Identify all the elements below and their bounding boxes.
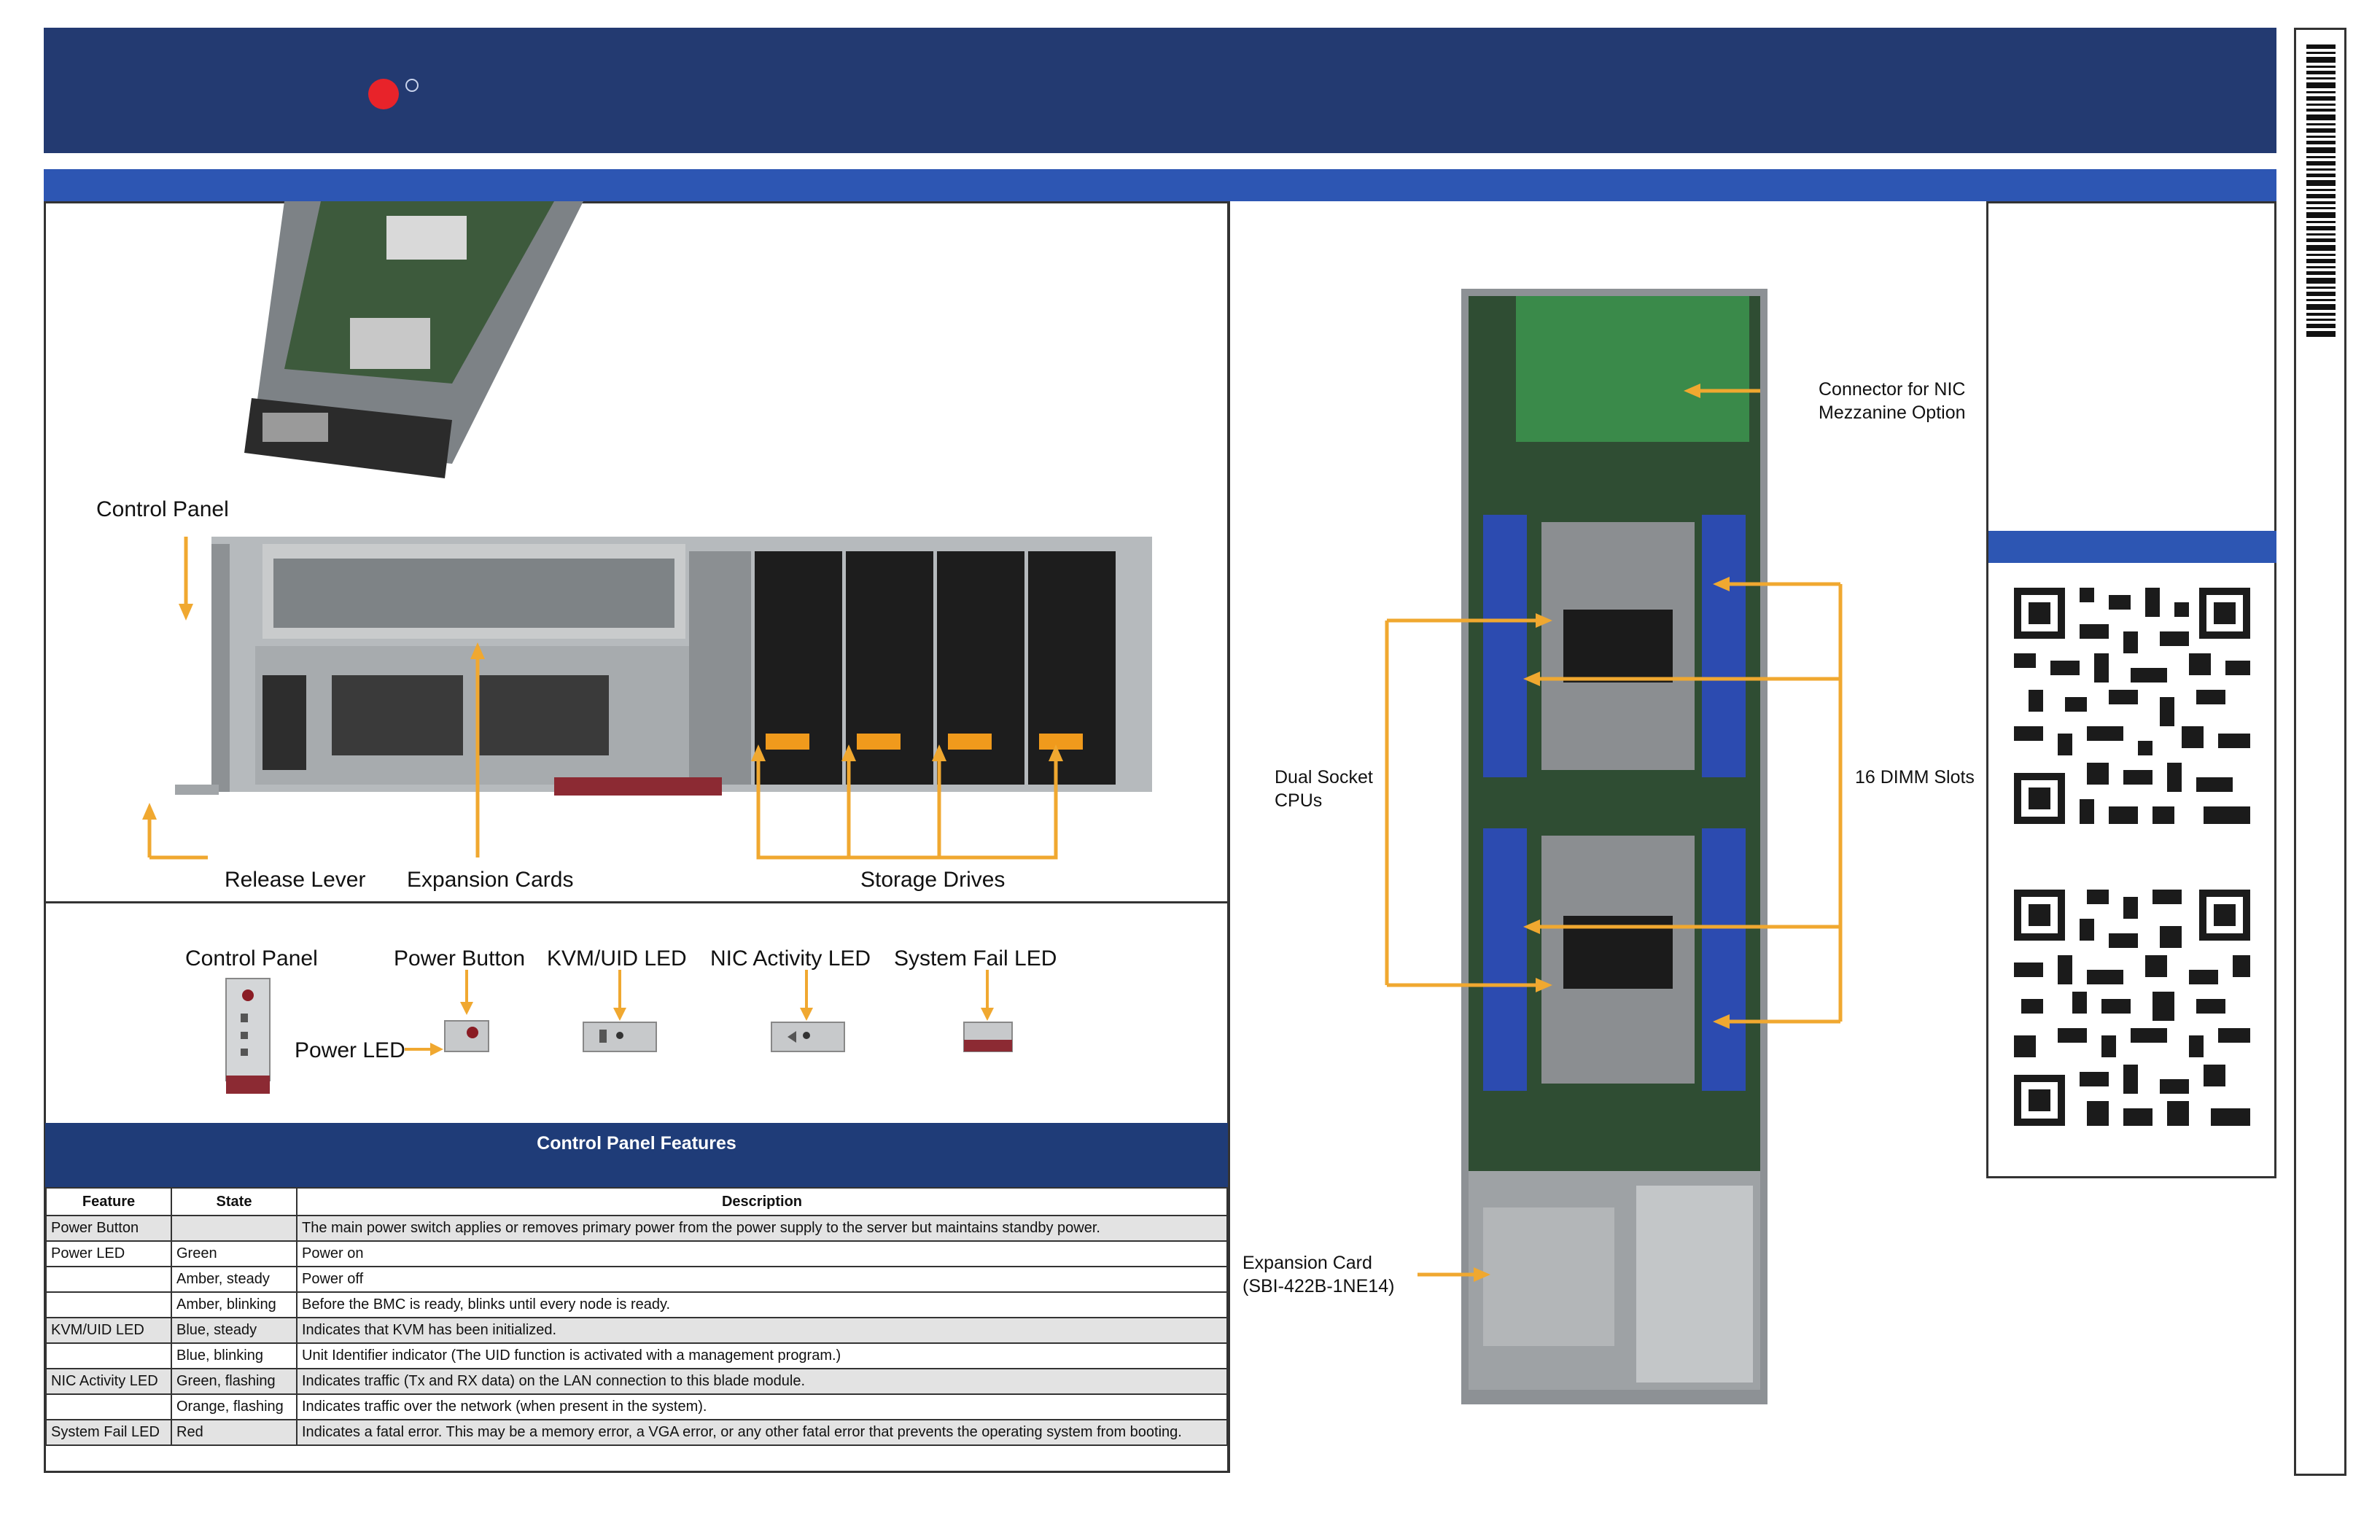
control-panel-strip — [225, 978, 271, 1094]
callout-dual-socket-line1: Dual Socket — [1275, 767, 1373, 788]
cell-feature — [45, 1342, 172, 1369]
control-panel-features-table: Control Panel Features Feature State Des… — [45, 1123, 1228, 1446]
panel-label-kvm-uid-led: KVM/UID LED — [547, 946, 687, 971]
header-feature: Feature — [45, 1187, 172, 1216]
panel-label-power-button: Power Button — [394, 946, 526, 971]
cell-state: Red — [171, 1419, 298, 1446]
header-state: State — [171, 1187, 298, 1216]
sidebar-header-bar — [1988, 531, 2276, 563]
barcode-strip — [2294, 28, 2346, 1476]
server-front-illustration — [142, 201, 1152, 860]
cell-description: The main power switch applies or removes… — [296, 1215, 1228, 1242]
kvm-uid-led-detail — [583, 1022, 657, 1052]
cell-feature: Power Button — [45, 1215, 172, 1242]
cell-state: Green — [171, 1240, 298, 1267]
blade-chassis-front — [175, 537, 1152, 796]
cell-state: Amber, blinking — [171, 1291, 298, 1318]
cell-feature: Power LED — [45, 1240, 172, 1267]
header-description: Description — [296, 1187, 1228, 1216]
logo-ring-mark — [405, 79, 419, 92]
cell-state: Blue, blinking — [171, 1342, 298, 1369]
system-fail-led-detail — [963, 1022, 1013, 1052]
section-divider — [44, 901, 1229, 903]
barcode — [2306, 44, 2336, 337]
cell-description: Indicates that KVM has been initialized. — [296, 1317, 1228, 1344]
motherboard-top-view — [1461, 289, 1768, 1404]
cell-description: Power on — [296, 1240, 1228, 1267]
callout-release-lever: Release Lever — [225, 868, 366, 892]
panel-label-control-panel: Control Panel — [185, 946, 318, 971]
panel-label-system-fail-led: System Fail LED — [894, 946, 1057, 971]
cell-feature — [45, 1291, 172, 1318]
table-title: Control Panel Features — [45, 1123, 1228, 1187]
cell-description: Power off — [296, 1266, 1228, 1293]
cell-state: Blue, steady — [171, 1317, 298, 1344]
callout-storage-drives: Storage Drives — [860, 868, 1006, 892]
qr-code-bottom — [2014, 890, 2250, 1126]
callout-dimm-slots: 16 DIMM Slots — [1855, 767, 1975, 788]
nic-activity-led-detail — [771, 1022, 845, 1052]
cell-description: Indicates traffic (Tx and RX data) on th… — [296, 1368, 1228, 1395]
cell-description: Indicates a fatal error. This may be a m… — [296, 1419, 1228, 1446]
logo-red-dot — [368, 79, 399, 109]
callout-expansion-card-line2: (SBI-422B-1NE14) — [1242, 1276, 1395, 1296]
cell-state — [171, 1215, 298, 1242]
table-row: Power Button The main power switch applie… — [45, 1215, 1228, 1242]
callout-expansion-cards: Expansion Cards — [407, 868, 574, 892]
middle-panel — [1228, 201, 1988, 1473]
features-grid: Feature State Description Power Button Th… — [45, 1187, 1228, 1446]
cell-feature: KVM/UID LED — [45, 1317, 172, 1344]
cell-state: Green, flashing — [171, 1368, 298, 1395]
cell-feature: NIC Activity LED — [45, 1368, 172, 1395]
callout-control-panel: Control Panel — [96, 497, 229, 521]
callout-dual-socket-line2: CPUs — [1275, 790, 1323, 811]
power-button-detail — [444, 1020, 489, 1052]
panel-label-power-led: Power LED — [295, 1038, 405, 1062]
cell-state: Amber, steady — [171, 1266, 298, 1293]
blade-thumbnail — [244, 201, 583, 478]
qr-code-top — [2014, 588, 2250, 824]
cell-feature — [45, 1266, 172, 1293]
right-sidebar — [1986, 201, 2276, 1178]
cell-description: Unit Identifier indicator (The UID funct… — [296, 1342, 1228, 1369]
cell-feature — [45, 1393, 172, 1420]
section-bar — [44, 169, 2276, 201]
panel-label-nic-activity-led: NIC Activity LED — [710, 946, 871, 971]
control-panel-illustration — [225, 970, 1013, 1094]
cell-description: Before the BMC is ready, blinks until ev… — [296, 1291, 1228, 1318]
board-top-view-illustration — [1385, 289, 1843, 1404]
callout-nic-connector-line1: Connector for NIC — [1819, 379, 1966, 400]
callout-expansion-card-line1: Expansion Card — [1242, 1253, 1372, 1273]
callout-nic-connector-line2: Mezzanine Option — [1819, 402, 1966, 423]
cell-state: Orange, flashing — [171, 1393, 298, 1420]
cell-description: Indicates traffic over the network (when… — [296, 1393, 1228, 1420]
cell-feature: System Fail LED — [45, 1419, 172, 1446]
